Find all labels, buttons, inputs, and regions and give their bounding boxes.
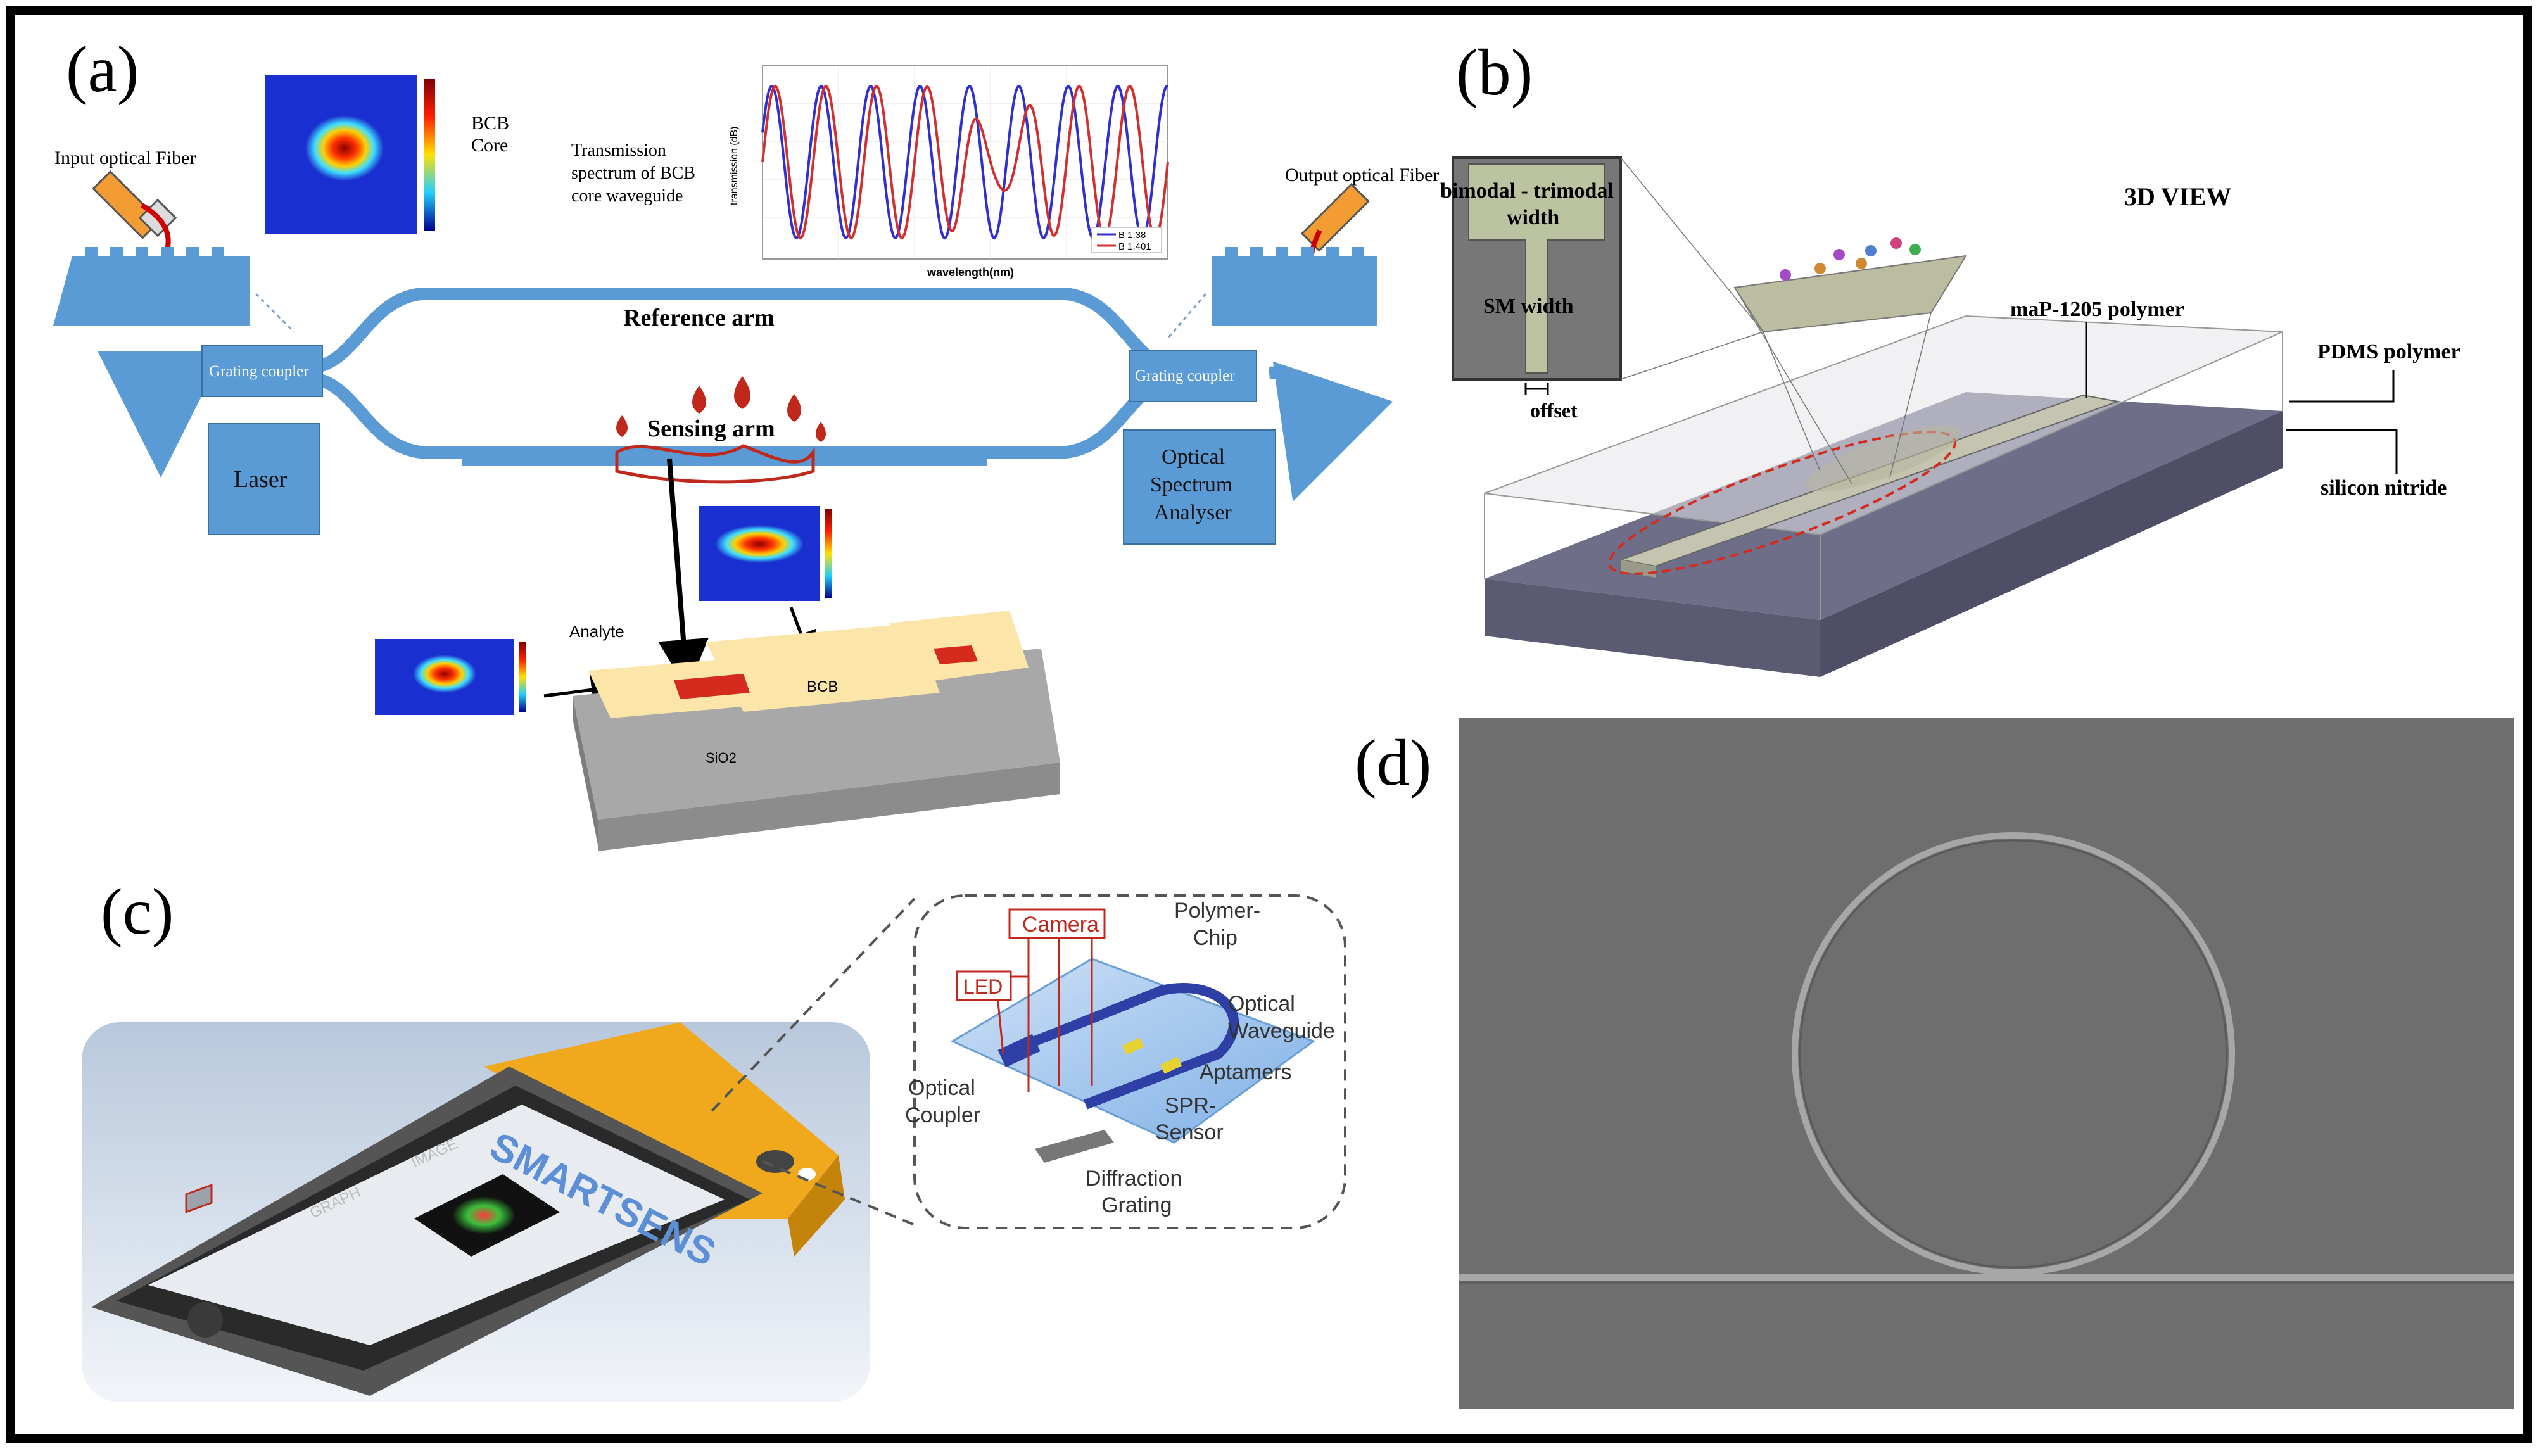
offset-label: offset — [1530, 399, 1578, 422]
optical-waveguide-label-2: Waveguide — [1228, 1019, 1335, 1043]
bimodal-label: bimodal - trimodal — [1440, 179, 1614, 203]
laser-label: Laser — [234, 466, 288, 493]
grating-coupler-right-label: Grating coupler — [1135, 367, 1235, 384]
legend-entry-2: B 1.401 — [1118, 241, 1151, 252]
connector-right — [1167, 293, 1207, 339]
output-fiber-label: Output optical Fiber — [1285, 165, 1439, 186]
smartphone — [91, 1067, 763, 1396]
panel-d: (d) — [1355, 718, 2514, 1409]
diffraction-label-2: Grating — [1101, 1193, 1172, 1217]
polymer-chip-label-2: Chip — [1193, 926, 1238, 950]
transmission-label-1: Transmission — [571, 141, 666, 160]
zoom-line-bottom — [762, 1160, 915, 1226]
figure-frame: (a) Input optical Fiber BCB Core Transmi… — [6, 6, 2532, 1443]
cross-section-arrow — [658, 458, 709, 690]
panel-b-label: (b) — [1456, 36, 1533, 109]
optical-waveguide-label-1: Optical — [1228, 992, 1295, 1016]
chip-3d — [1484, 315, 2283, 677]
transmission-label-2: spectrum of BCB — [571, 163, 695, 183]
aptamers-label: Aptamers — [1200, 1060, 1292, 1084]
analyte-drops-icon — [616, 376, 826, 442]
zoom-line-top — [711, 897, 916, 1112]
optical-coupler-label-2: Coupler — [905, 1103, 980, 1127]
optical-coupler-label-1: Optical — [908, 1076, 975, 1100]
laser-box — [208, 423, 320, 535]
input-fiber-icon — [92, 170, 177, 250]
functional-layer — [1733, 255, 1967, 333]
pdms-leader — [2289, 370, 2395, 403]
silicon-nitride-label: silicon nitride — [2321, 476, 2447, 500]
receptor-icons — [1780, 237, 1921, 281]
map-polymer-label: maP-1205 polymer — [2010, 298, 2184, 321]
reference-arm-label: Reference arm — [623, 305, 775, 331]
ring-shadow — [1799, 839, 2228, 1269]
panel-a: (a) Input optical Fiber BCB Core Transmi… — [53, 33, 1439, 851]
led-label: LED — [963, 975, 1003, 998]
output-grating-chip — [1212, 247, 1377, 326]
sensing-arm-bar — [462, 446, 987, 466]
analyte-label: Analyte — [569, 622, 624, 641]
input-fiber-label: Input optical Fiber — [54, 148, 196, 168]
camera-box — [1008, 908, 1106, 939]
sensing-mode-plot — [699, 506, 832, 601]
plot-ylabel: transmission (dB) — [729, 127, 740, 205]
osa-label-3: Analyser — [1154, 501, 1232, 524]
transmission-plot: B 1.38 B 1.401 wavelength(nm) transmissi… — [729, 65, 1169, 279]
polymer-chip-label-1: Polymer- — [1174, 899, 1260, 923]
grating-coupler-right — [1129, 350, 1257, 402]
waveguide-inset — [1452, 156, 1622, 395]
connector-left — [255, 293, 295, 333]
grating-coupler-left — [201, 345, 323, 397]
spr-label-1: SPR- — [1165, 1094, 1216, 1118]
panel-a-label: (a) — [66, 33, 139, 106]
projection-lines — [1620, 157, 1932, 484]
phone-clip — [484, 1022, 845, 1257]
transmission-label-3: core waveguide — [571, 186, 683, 206]
sin-leader — [2286, 429, 2398, 474]
bcb-core-mode-plot — [265, 75, 435, 234]
osa-label-1: Optical — [1162, 445, 1225, 469]
sem-image — [1459, 718, 2514, 1409]
ring-resonator — [1792, 832, 2235, 1276]
bcb-core-title: BCB — [471, 113, 509, 134]
polymer-chip — [950, 958, 1316, 1163]
sm-width-label: SM width — [1483, 294, 1574, 318]
camera-label: Camera — [1022, 913, 1099, 937]
sensing-field — [615, 444, 815, 484]
series-blue — [761, 84, 1168, 240]
spr-label-2: Sensor — [1155, 1120, 1224, 1144]
plot-xlabel: wavelength(nm) — [927, 266, 1014, 279]
legend-entry-1: B 1.38 — [1118, 230, 1146, 241]
sio2-label: SiO2 — [706, 750, 737, 766]
bcb-label: BCB — [807, 678, 838, 695]
waveguide-cross-section — [573, 611, 1060, 851]
panel-d-label: (d) — [1355, 726, 1431, 799]
led-box — [956, 970, 1012, 1001]
bcb-core-sub: Core — [471, 135, 508, 156]
width-label: width — [1507, 206, 1559, 229]
diffraction-label-1: Diffraction — [1086, 1167, 1182, 1191]
reference-mode-plot — [375, 639, 526, 715]
panel-c-label: (c) — [101, 875, 174, 948]
panel-c: (c) SMARTSENS GRAPH IMAGE — [82, 875, 1346, 1402]
sensing-arm-label: Sensing arm — [647, 415, 775, 442]
grating-coupler-left-label: Grating coupler — [209, 363, 309, 380]
3d-view-label: 3D VIEW — [2124, 182, 2231, 211]
osa-box — [1123, 429, 1276, 545]
input-grating-chip — [53, 247, 250, 326]
pdms-label: PDMS polymer — [2317, 340, 2460, 364]
osa-label-2: Spectrum — [1150, 473, 1232, 497]
figure-canvas: (a) Input optical Fiber BCB Core Transmi… — [53, 33, 2514, 1409]
panel-b: (b) bimodal - trimodal width SM width of… — [1440, 36, 2460, 677]
